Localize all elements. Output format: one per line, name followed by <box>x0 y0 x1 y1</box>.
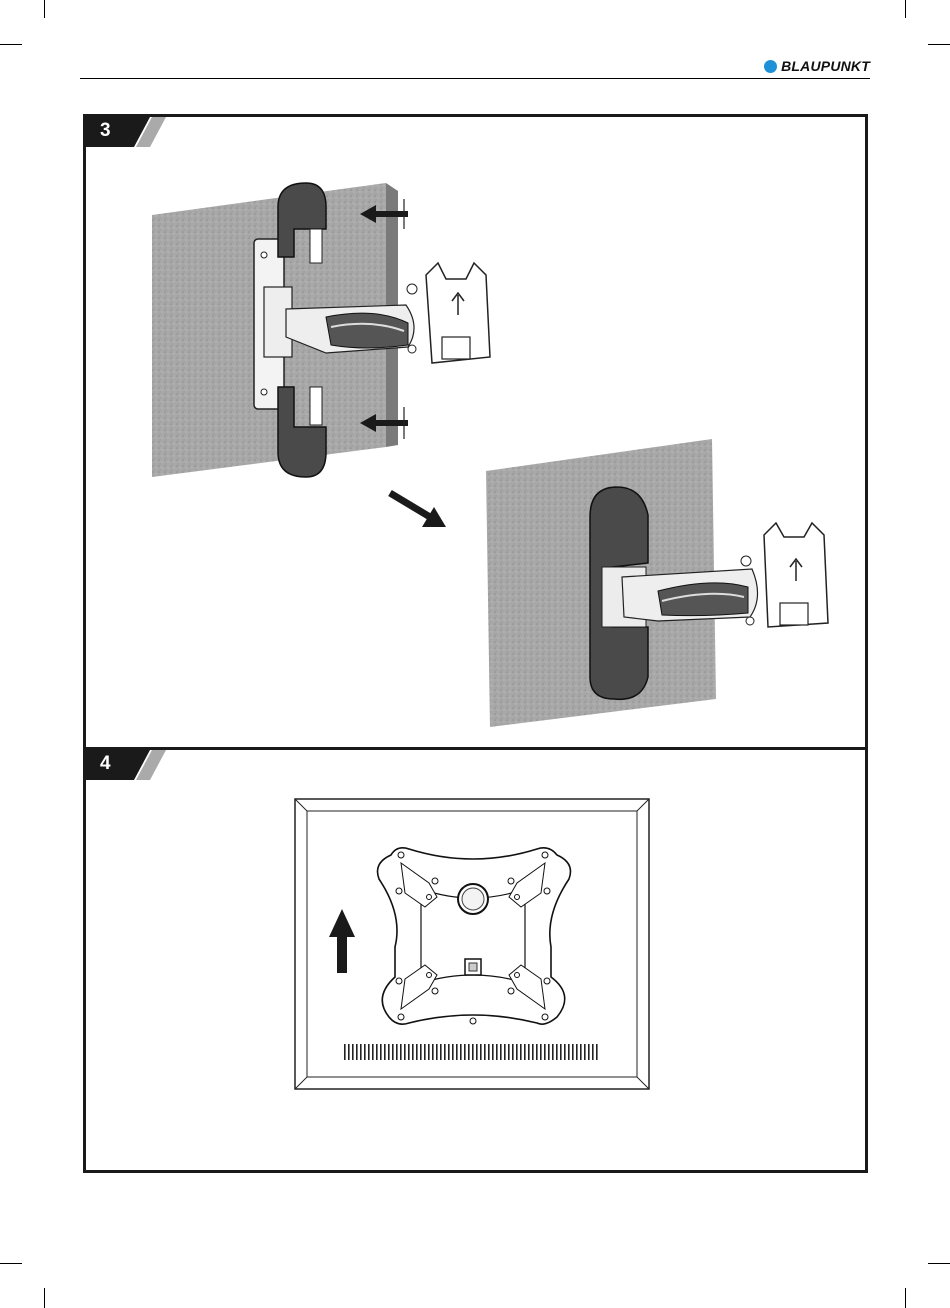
crop-mark <box>0 1263 22 1264</box>
vent-slot <box>508 1044 510 1060</box>
vent-slot <box>500 1044 502 1060</box>
brand-name: BLAUPUNKT <box>781 58 870 74</box>
vent-slot <box>436 1044 438 1060</box>
vent-slot <box>596 1044 598 1060</box>
step-3-panel: 3 <box>83 114 868 750</box>
vent-slot <box>576 1044 578 1060</box>
step-3-illustration-after <box>482 437 852 737</box>
step-number: 4 <box>100 753 111 775</box>
vent-slot <box>484 1044 486 1060</box>
vent-slot <box>344 1044 346 1060</box>
vent-slot <box>424 1044 426 1060</box>
vent-slot <box>384 1044 386 1060</box>
header-rule <box>80 78 870 79</box>
vent-slot <box>360 1044 362 1060</box>
vent-slot <box>476 1044 478 1060</box>
vent-slot <box>368 1044 370 1060</box>
crop-mark <box>44 1288 45 1308</box>
vent-slot <box>524 1044 526 1060</box>
crop-mark <box>44 0 45 18</box>
crop-mark <box>928 1263 950 1264</box>
vent-slot <box>488 1044 490 1060</box>
vent-slot <box>392 1044 394 1060</box>
next-step-arrow-icon <box>386 487 456 537</box>
crop-mark <box>905 1288 906 1308</box>
vent-slot <box>356 1044 358 1060</box>
vent-slot <box>376 1044 378 1060</box>
vent-slot <box>396 1044 398 1060</box>
vent-slot <box>464 1044 466 1060</box>
vent-slot <box>548 1044 550 1060</box>
vent-slot <box>580 1044 582 1060</box>
vent-slot <box>496 1044 498 1060</box>
vent-slot <box>556 1044 558 1060</box>
vent-slot <box>572 1044 574 1060</box>
crop-mark <box>905 0 906 18</box>
crop-mark <box>928 44 950 45</box>
vent-slot <box>492 1044 494 1060</box>
vent-slot <box>552 1044 554 1060</box>
step-4-panel: 4 <box>83 747 868 1173</box>
vent-slot <box>564 1044 566 1060</box>
vent-slot <box>448 1044 450 1060</box>
vent-slot <box>420 1044 422 1060</box>
vent-slot <box>372 1044 374 1060</box>
brand-dot-icon <box>764 60 777 73</box>
vent-slot <box>472 1044 474 1060</box>
step-number: 3 <box>100 120 111 142</box>
vent-slot <box>456 1044 458 1060</box>
vent-slot <box>364 1044 366 1060</box>
crop-mark <box>0 44 22 45</box>
vent-slot <box>404 1044 406 1060</box>
vent-slot <box>532 1044 534 1060</box>
vent-slot <box>588 1044 590 1060</box>
vent-slot <box>348 1044 350 1060</box>
vent-slot <box>460 1044 462 1060</box>
vent-slot <box>440 1044 442 1060</box>
vent-slot <box>480 1044 482 1060</box>
vent-slot <box>592 1044 594 1060</box>
vent-slot <box>432 1044 434 1060</box>
vent-slot <box>352 1044 354 1060</box>
vent-slot <box>544 1044 546 1060</box>
tv-vent-grille <box>342 1042 602 1064</box>
vent-slot <box>520 1044 522 1060</box>
step-tab-shape <box>86 750 166 782</box>
vent-slot <box>452 1044 454 1060</box>
vent-slot <box>584 1044 586 1060</box>
vent-slot <box>416 1044 418 1060</box>
vent-slot <box>412 1044 414 1060</box>
vent-slot <box>468 1044 470 1060</box>
brand-logo: BLAUPUNKT <box>764 58 870 74</box>
vent-slot <box>388 1044 390 1060</box>
vent-slot <box>536 1044 538 1060</box>
vent-slot <box>540 1044 542 1060</box>
vent-slot <box>400 1044 402 1060</box>
vent-slot <box>380 1044 382 1060</box>
vent-slot <box>408 1044 410 1060</box>
vent-slot <box>568 1044 570 1060</box>
step-tab-shape <box>86 117 166 149</box>
vent-slot <box>516 1044 518 1060</box>
vent-slot <box>428 1044 430 1060</box>
vent-slot <box>528 1044 530 1060</box>
vent-slot <box>560 1044 562 1060</box>
vent-slot <box>504 1044 506 1060</box>
vent-slot <box>444 1044 446 1060</box>
vent-slot <box>512 1044 514 1060</box>
